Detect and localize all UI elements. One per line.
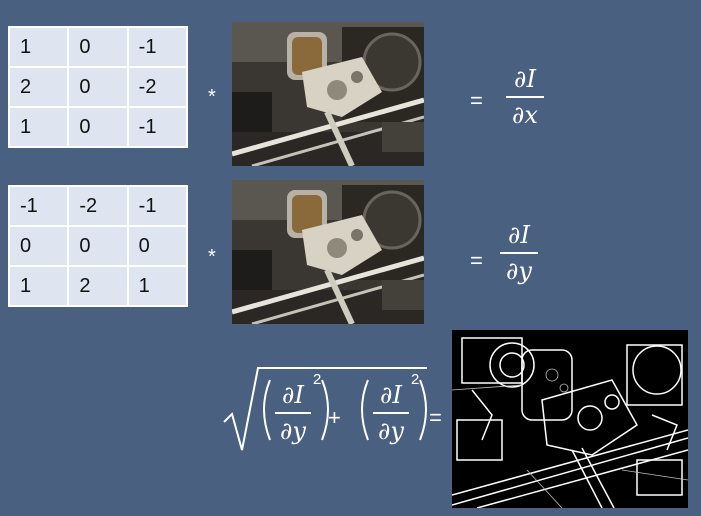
fraction-numerator: ∂I [508,221,530,249]
kernel-cell: 1 [7,26,70,68]
equals-sign-y: = [470,248,483,273]
partial-derivative-term-2: ∂I ∂y [373,380,409,446]
fraction-bar [373,412,409,414]
fraction-denominator: ∂y [506,257,532,285]
kernel-cell: -1 [126,106,189,148]
fraction-denominator: ∂x [512,101,538,129]
kernel-cell: 2 [67,265,129,307]
engine-photo-y [232,180,424,324]
equals-sign-magnitude: = [429,405,442,430]
kernel-cell: 1 [7,106,70,148]
sobel-y-kernel: -1 -2 -1 0 0 0 1 2 1 [7,185,189,307]
kernel-cell: -2 [126,66,189,108]
sobel-x-kernel: 1 0 -1 2 0 -2 1 0 -1 [7,26,189,148]
kernel-row: -1 -2 -1 [7,185,189,227]
square-exponent-1: 2 [313,371,322,388]
fraction-numerator: ∂I [514,65,536,93]
kernel-cell: 2 [7,66,70,108]
partial-derivative-x: ∂I ∂x [506,64,544,130]
kernel-cell: 1 [126,265,189,307]
equals-sign-x: = [470,88,483,113]
kernel-cell: 1 [7,265,70,307]
kernel-cell: -1 [126,185,189,227]
kernel-cell: -1 [7,185,70,227]
fraction-bar [506,96,544,98]
kernel-row: 2 0 -2 [7,66,189,108]
fraction-bar [500,252,538,254]
kernel-cell: 0 [67,66,129,108]
convolve-operator-y: * [208,246,216,268]
kernel-row: 0 0 0 [7,225,189,267]
kernel-cell: 0 [67,225,129,267]
partial-derivative-term-1: ∂I ∂y [275,380,311,446]
kernel-cell: 0 [126,225,189,267]
fraction-denominator: ∂y [280,417,306,445]
kernel-cell: -2 [67,185,129,227]
square-root-sign [223,367,427,451]
fraction-bar [275,412,311,414]
convolve-operator-x: * [208,86,216,108]
kernel-cell: 0 [67,26,129,68]
kernel-row: 1 0 -1 [7,26,189,68]
fraction-numerator: ∂I [282,381,304,409]
plus-sign: + [328,405,341,430]
kernel-cell: 0 [7,225,70,267]
fraction-denominator: ∂y [378,417,404,445]
kernel-row: 1 0 -1 [7,106,189,148]
fraction-numerator: ∂I [380,381,402,409]
square-exponent-2: 2 [411,371,420,388]
kernel-cell: -1 [126,26,189,68]
edge-magnitude-image [452,330,688,508]
kernel-cell: 0 [67,106,129,148]
kernel-row: 1 2 1 [7,265,189,307]
partial-derivative-y: ∂I ∂y [500,220,538,286]
engine-photo-x [232,22,424,166]
